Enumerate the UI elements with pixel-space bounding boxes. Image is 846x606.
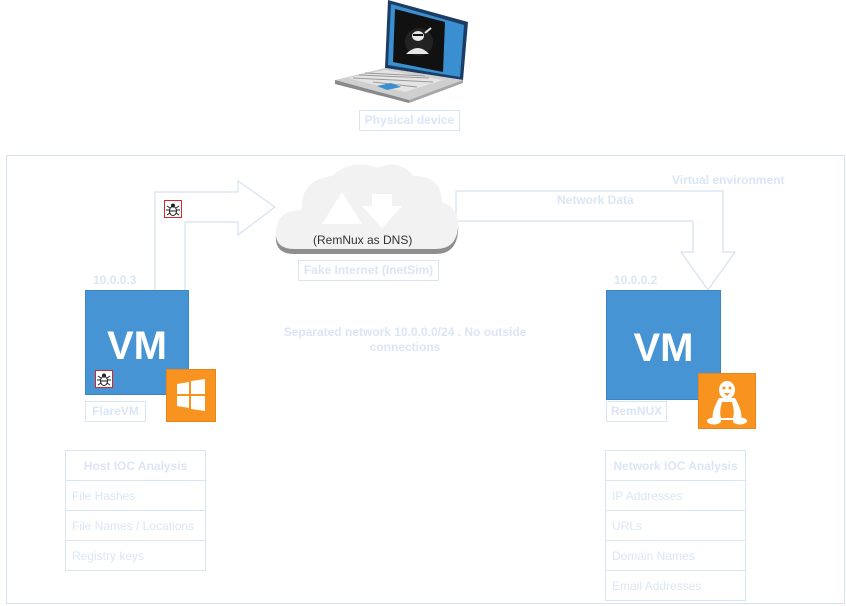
host-ioc-table: Host IOC Analysis File Hashes File Names… <box>65 450 206 571</box>
table-row: Email Addresses <box>605 570 746 601</box>
host-ioc-header: Host IOC Analysis <box>65 450 206 481</box>
laptop-icon <box>333 0 468 103</box>
network-ioc-item: URLs <box>605 510 746 541</box>
linux-tux-icon <box>698 373 756 429</box>
network-ioc-table: Network IOC Analysis IP Addresses URLs D… <box>605 450 746 601</box>
remnux-ip-label: 10.0.0.2 <box>614 273 658 287</box>
table-row: Host IOC Analysis <box>65 450 206 481</box>
flarevm-name-label: FlareVM <box>85 401 146 422</box>
flarevm-vm-title: VM <box>107 324 167 368</box>
network-ioc-item: Email Addresses <box>605 570 746 601</box>
host-ioc-item: Registry keys <box>65 540 206 571</box>
network-ioc-header: Network IOC Analysis <box>605 450 746 481</box>
network-note-line2: connections <box>369 340 441 354</box>
cloud-to-remnux-arrow <box>455 190 737 292</box>
remnux-vm-title: VM <box>633 326 694 370</box>
table-row: Registry keys <box>65 540 206 571</box>
table-row: Domain Names <box>605 540 746 571</box>
table-row: URLs <box>605 510 746 541</box>
host-ioc-item: File Names / Locations <box>65 510 206 541</box>
cloud-inner-text: (RemNux as DNS) <box>313 233 413 247</box>
fake-internet-cloud-icon <box>274 162 461 262</box>
table-row: IP Addresses <box>605 480 746 511</box>
flarevm-malware-bug-icon <box>95 370 113 388</box>
malware-bug-icon <box>164 200 182 218</box>
table-row: Network IOC Analysis <box>605 450 746 481</box>
host-ioc-item: File Hashes <box>65 480 206 511</box>
network-data-label: Network Data <box>557 193 634 207</box>
network-ioc-item: IP Addresses <box>605 480 746 511</box>
windows-icon <box>166 369 216 422</box>
table-row: File Hashes <box>65 480 206 511</box>
network-note-line1: Separated network 10.0.0.0/24 . No outsi… <box>283 325 527 339</box>
virtual-environment-label: Virtual environment <box>672 173 785 187</box>
virtual-environment-container <box>6 155 845 604</box>
flarevm-ip-label: 10.0.0.3 <box>93 273 137 287</box>
remnux-name-label: RemNUX <box>606 401 667 422</box>
fake-internet-label: Fake Internet (InetSim) <box>298 260 439 281</box>
network-ioc-item: Domain Names <box>605 540 746 571</box>
network-note: Separated network 10.0.0.0/24 . No outsi… <box>270 325 540 355</box>
physical-device-label: Physical device <box>359 110 460 131</box>
flarevm-to-cloud-arrow <box>154 179 277 290</box>
table-row: File Names / Locations <box>65 510 206 541</box>
